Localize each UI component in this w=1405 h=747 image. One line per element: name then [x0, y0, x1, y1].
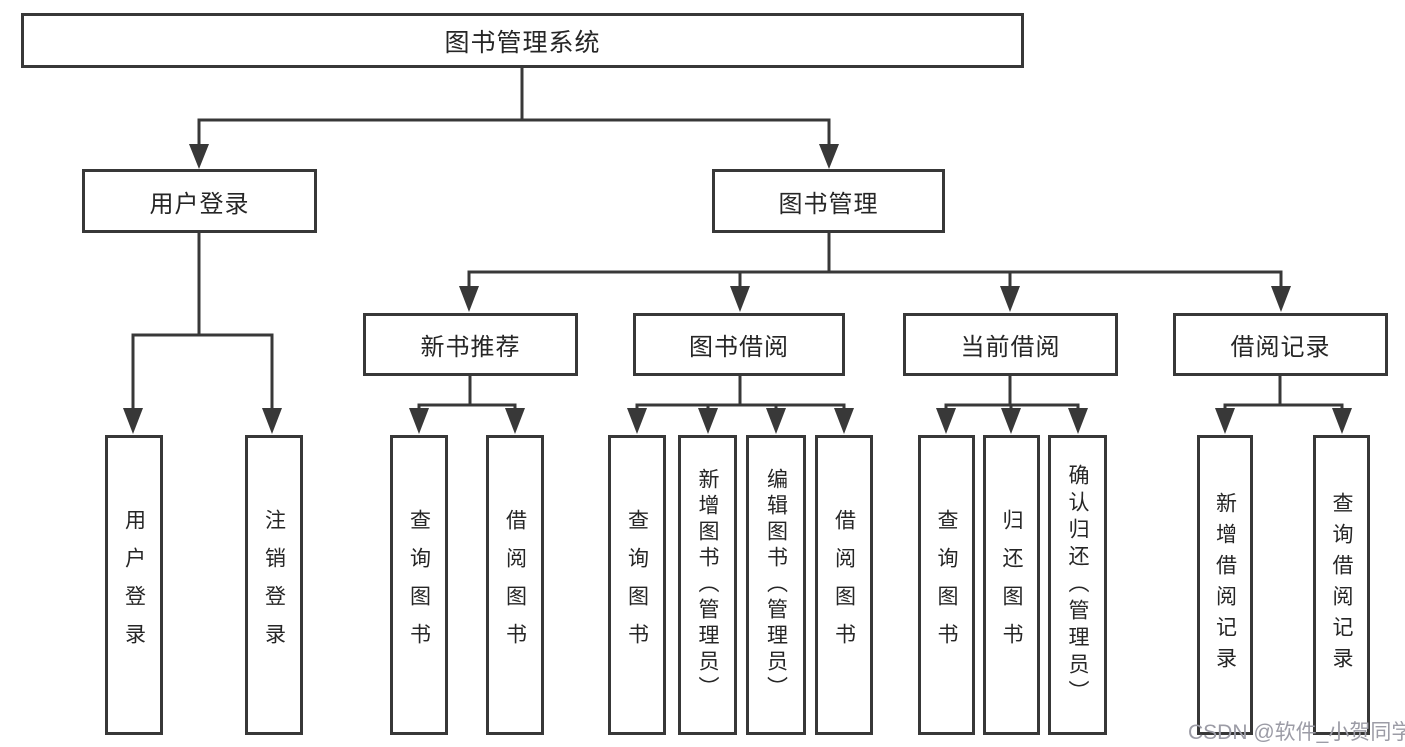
leaf-query-borrowing-record: 查询借阅记录 [1313, 435, 1370, 735]
arrowhead [730, 286, 750, 312]
leaf-user-login: 用户登录 [105, 435, 163, 735]
arrowhead [409, 408, 429, 434]
arrowhead [819, 144, 839, 169]
connector-book-mgmt-to-level3 [459, 233, 1291, 312]
leaf-confirm-return-admin: 确认归还（管理员） [1048, 435, 1107, 735]
arrowhead [698, 408, 718, 434]
node-new-book-recommendation: 新书推荐 [363, 313, 578, 376]
arrowhead [1215, 408, 1235, 434]
node-user-login: 用户登录 [82, 169, 317, 233]
leaf-query-books-current: 查询图书 [918, 435, 975, 735]
node-current-borrowing: 当前借阅 [903, 313, 1118, 376]
arrowhead [1068, 408, 1088, 434]
connector-root-to-level2 [189, 68, 839, 169]
arrowhead [1000, 286, 1020, 312]
node-root-library-system: 图书管理系统 [21, 13, 1024, 68]
connector-borrowing-records-to-leaves [1215, 376, 1352, 434]
connector-user-login-to-leaves [123, 233, 282, 434]
leaf-return-books: 归还图书 [983, 435, 1040, 735]
arrowhead [189, 144, 209, 169]
connector-new-book-rec-to-leaves [409, 376, 525, 434]
arrowhead [262, 408, 282, 434]
csdn-watermark: CSDN @软件_小贺同学 [1188, 721, 1405, 744]
leaf-logout: 注销登录 [245, 435, 303, 735]
node-book-borrowing: 图书借阅 [633, 313, 845, 376]
node-borrowing-records: 借阅记录 [1173, 313, 1388, 376]
arrowhead [1332, 408, 1352, 434]
leaf-borrow-books-borrowing: 借阅图书 [815, 435, 873, 735]
leaf-borrow-books-rec: 借阅图书 [486, 435, 544, 735]
leaf-query-books-rec: 查询图书 [390, 435, 448, 735]
arrowhead [1271, 286, 1291, 312]
arrowhead [1001, 408, 1021, 434]
arrowhead [459, 286, 479, 312]
arrowhead [627, 408, 647, 434]
arrowhead [834, 408, 854, 434]
arrowhead [123, 408, 143, 434]
arrowhead [505, 408, 525, 434]
leaf-add-books-admin: 新增图书（管理员） [678, 435, 737, 735]
connector-book-borrowing-to-leaves [627, 376, 854, 434]
leaf-add-borrowing-record: 新增借阅记录 [1197, 435, 1253, 735]
connector-current-borrowing-to-leaves [936, 376, 1088, 434]
node-book-management: 图书管理 [712, 169, 945, 233]
leaf-query-books-borrowing: 查询图书 [608, 435, 666, 735]
leaf-edit-books-admin: 编辑图书（管理员） [746, 435, 806, 735]
arrowhead [766, 408, 786, 434]
arrowhead [936, 408, 956, 434]
